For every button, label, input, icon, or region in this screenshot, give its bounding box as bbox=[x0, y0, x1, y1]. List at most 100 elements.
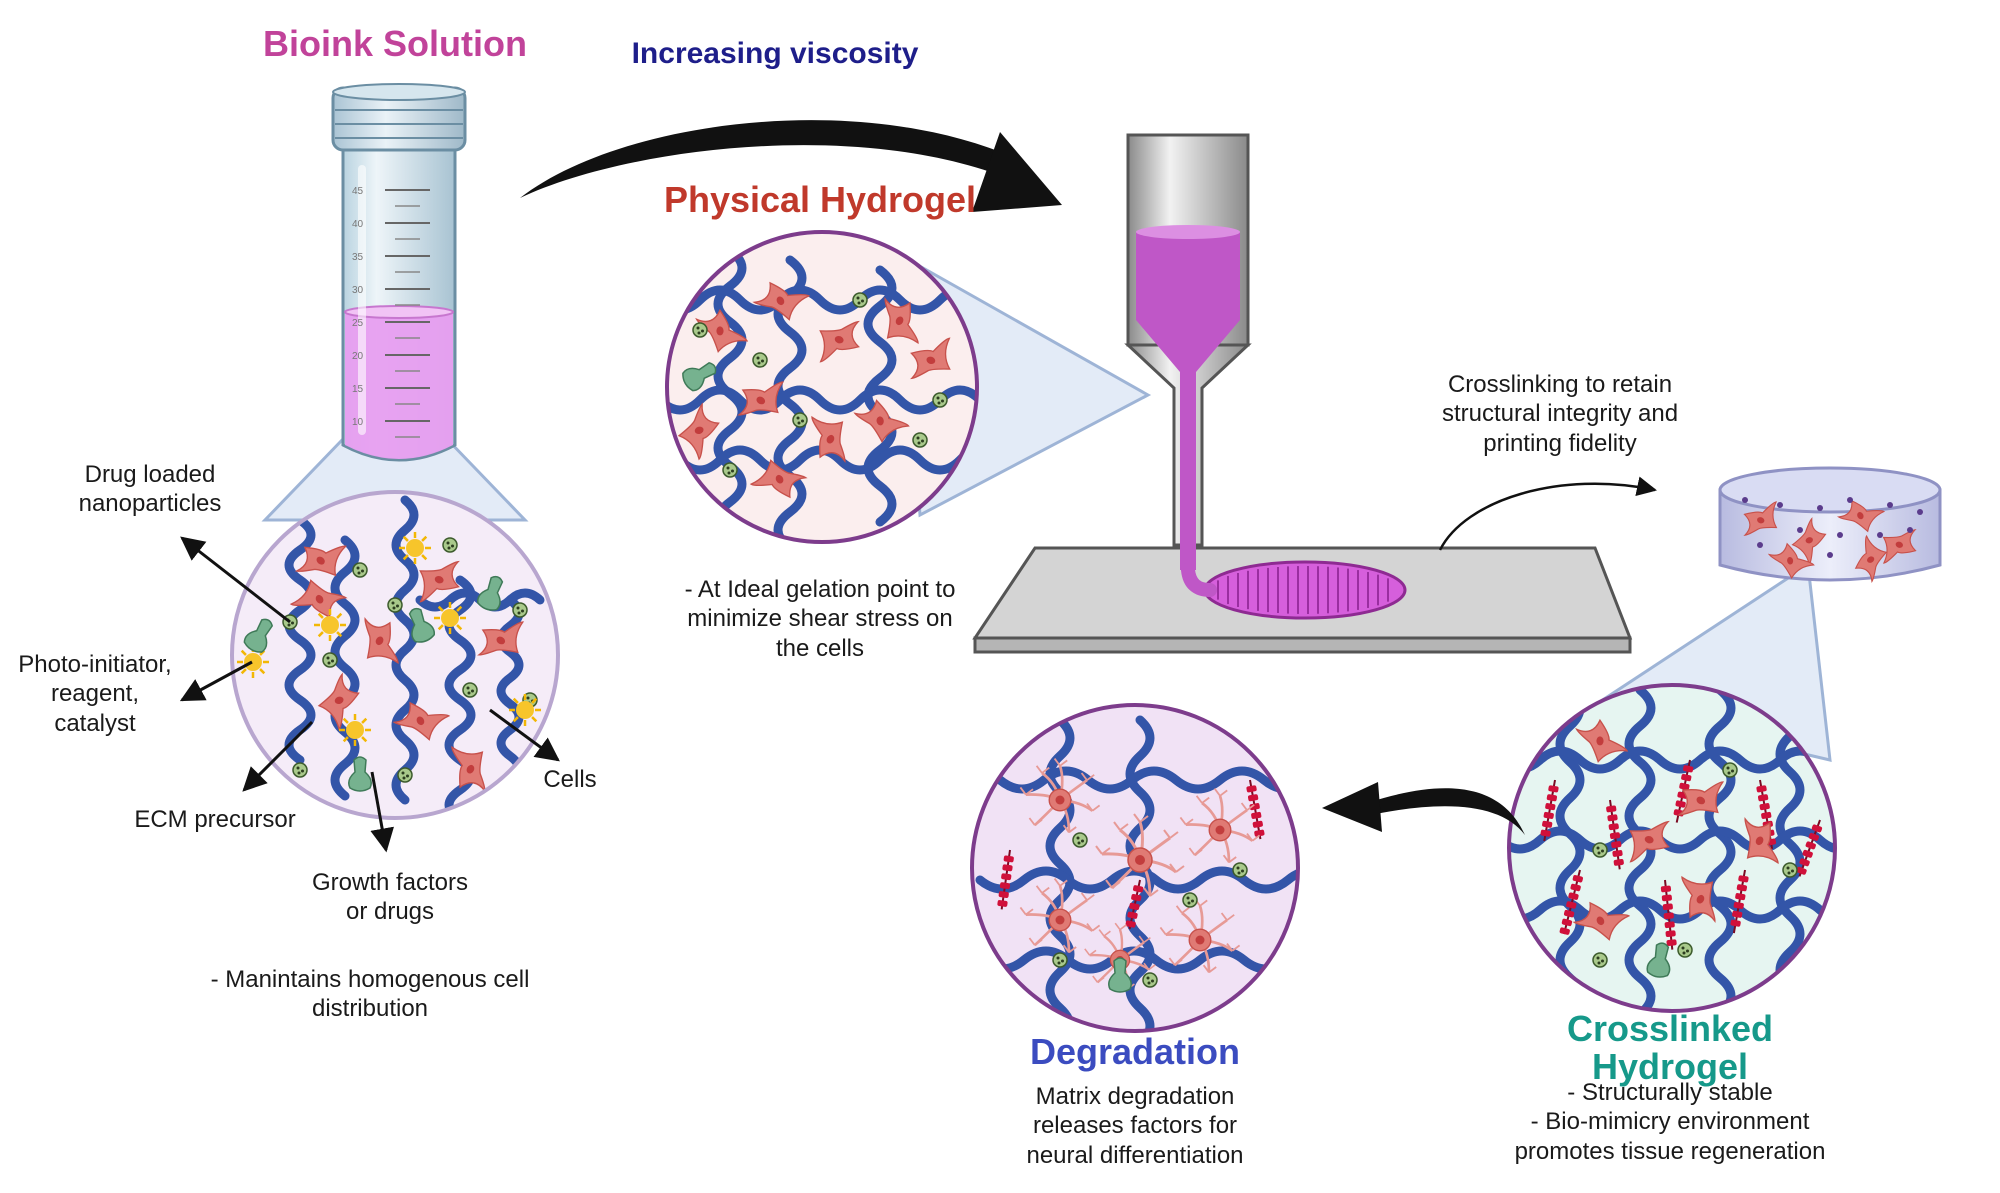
growth-factors-line-1: Growth factors bbox=[311, 869, 469, 896]
cell bbox=[853, 399, 910, 443]
polymer-fiber bbox=[1509, 896, 1835, 924]
cell bbox=[289, 579, 348, 619]
crosslinked-description: - Structurally stable - Bio-mimicry envi… bbox=[1475, 1078, 1865, 1166]
crosslink bbox=[1540, 779, 1559, 842]
photo-initiator-label: Photo-initiator, reagent, catalyst bbox=[5, 650, 185, 738]
photo-initiator bbox=[314, 609, 346, 641]
particle bbox=[1837, 532, 1843, 538]
nanoparticle bbox=[512, 602, 528, 618]
growth-factor bbox=[243, 618, 274, 653]
photo-initiator bbox=[339, 714, 371, 746]
crosslinked-hydrogel-circle bbox=[1507, 683, 1837, 1013]
polymer-fiber bbox=[667, 285, 977, 315]
nanoparticle bbox=[792, 412, 808, 428]
polymer-fiber bbox=[1624, 685, 1656, 1011]
cell bbox=[884, 297, 919, 345]
cell bbox=[1629, 820, 1670, 863]
growth-factor bbox=[477, 575, 504, 611]
polymer-fiber bbox=[1509, 826, 1835, 854]
nanoparticle bbox=[397, 767, 413, 783]
nanoparticle bbox=[692, 322, 708, 338]
physical-desc-line-2: minimize shear stress on bbox=[687, 605, 953, 633]
cell bbox=[749, 459, 808, 499]
polymer-fiber bbox=[330, 535, 360, 801]
polymer-fiber bbox=[1509, 746, 1835, 774]
cell bbox=[677, 402, 720, 461]
crosslink bbox=[1559, 869, 1583, 935]
crosslink bbox=[1660, 879, 1677, 950]
growth-factor bbox=[408, 607, 435, 643]
nanoparticle bbox=[1142, 972, 1158, 988]
cells-label: Cells bbox=[543, 766, 597, 793]
growth-factor bbox=[1646, 942, 1671, 978]
crosslinking-desc-line-3: printing fidelity bbox=[1483, 429, 1637, 457]
cell bbox=[1744, 817, 1779, 865]
cell bbox=[1677, 781, 1725, 816]
tube-scale-label: 30 bbox=[352, 285, 364, 296]
degradation-desc-line-2: releases factors for bbox=[1032, 1112, 1238, 1140]
nanoparticle bbox=[1592, 842, 1608, 858]
crosslink bbox=[997, 849, 1014, 910]
bioink-solution-title: Bioink Solution bbox=[263, 23, 527, 64]
crosslinked-construct bbox=[1718, 466, 1942, 584]
nanoparticle bbox=[387, 597, 403, 613]
nanoparticle bbox=[1072, 832, 1088, 848]
ecm-precursor-label: ECM precursor bbox=[134, 806, 296, 833]
bioink-description: - Manintains homogenous cell distributio… bbox=[190, 965, 550, 1024]
particle bbox=[1797, 527, 1803, 533]
photo-initiator bbox=[434, 602, 466, 634]
tube-scale-label: 25 bbox=[352, 318, 364, 329]
cell bbox=[1575, 718, 1629, 763]
crosslink bbox=[1756, 779, 1777, 850]
tube-scale-label: 40 bbox=[352, 219, 364, 230]
crosslink bbox=[1796, 819, 1823, 877]
degradation-description: Matrix degradation releases factors for … bbox=[985, 1082, 1285, 1170]
nanoparticle bbox=[352, 562, 368, 578]
drug-nanoparticles-label: Drug loaded nanoparticles bbox=[50, 460, 250, 519]
bioprinter bbox=[972, 133, 1633, 654]
bioink-desc-line-2: distribution bbox=[311, 995, 429, 1023]
particle bbox=[1917, 509, 1923, 515]
cell bbox=[364, 617, 399, 665]
polymer-fiber bbox=[667, 385, 977, 415]
tube-scale-label: 35 bbox=[352, 252, 364, 263]
particle bbox=[1817, 505, 1823, 511]
growth-factors-line-2: or drugs bbox=[345, 898, 435, 926]
nanoparticle bbox=[1677, 942, 1693, 958]
photo-initiator bbox=[399, 532, 431, 564]
physical-hydrogel-title: Physical Hydrogel bbox=[663, 179, 977, 220]
cell bbox=[1572, 901, 1631, 941]
photo-initiator-line-1: Photo-initiator, bbox=[18, 651, 172, 678]
tube-scale-label: 15 bbox=[352, 384, 364, 395]
cell bbox=[1882, 529, 1917, 564]
cell bbox=[419, 560, 460, 603]
bioink-zoom-circle bbox=[230, 490, 560, 820]
particle bbox=[1827, 552, 1833, 558]
bioink-in-nozzle bbox=[1136, 232, 1240, 570]
degradation-arrow bbox=[1322, 782, 1525, 835]
cell bbox=[1767, 542, 1815, 580]
component-pointers bbox=[179, 536, 560, 853]
crosslinked-desc-line-1: - Structurally stable bbox=[1567, 1079, 1773, 1106]
crosslinked-desc-line-2: - Bio-mimicry environment bbox=[1530, 1108, 1810, 1136]
crosslinking-description: Crosslinking to retain structural integr… bbox=[1410, 370, 1710, 458]
bioink-desc-line-1: - Manintains homogenous cell bbox=[210, 966, 530, 993]
nanoparticle bbox=[462, 682, 478, 698]
polymer-fiber bbox=[496, 595, 524, 787]
cell bbox=[1836, 499, 1886, 533]
crosslink bbox=[1673, 759, 1694, 823]
neuron-cell bbox=[1019, 758, 1101, 834]
neuron-cell bbox=[1159, 898, 1241, 974]
polymer-fiber bbox=[284, 515, 316, 765]
crosslinked-title-line-2: Hydrogel bbox=[1591, 1045, 1749, 1087]
photo-initiator bbox=[509, 694, 541, 726]
nanoparticle bbox=[1232, 862, 1248, 878]
crosslink bbox=[1246, 779, 1265, 840]
polymer-fiber bbox=[975, 866, 1298, 894]
photo-initiator-line-2: reagent, bbox=[50, 680, 140, 708]
physical-hydrogel-circle bbox=[665, 230, 979, 544]
polymer-fiber bbox=[1704, 685, 1736, 1011]
particle bbox=[1887, 502, 1893, 508]
